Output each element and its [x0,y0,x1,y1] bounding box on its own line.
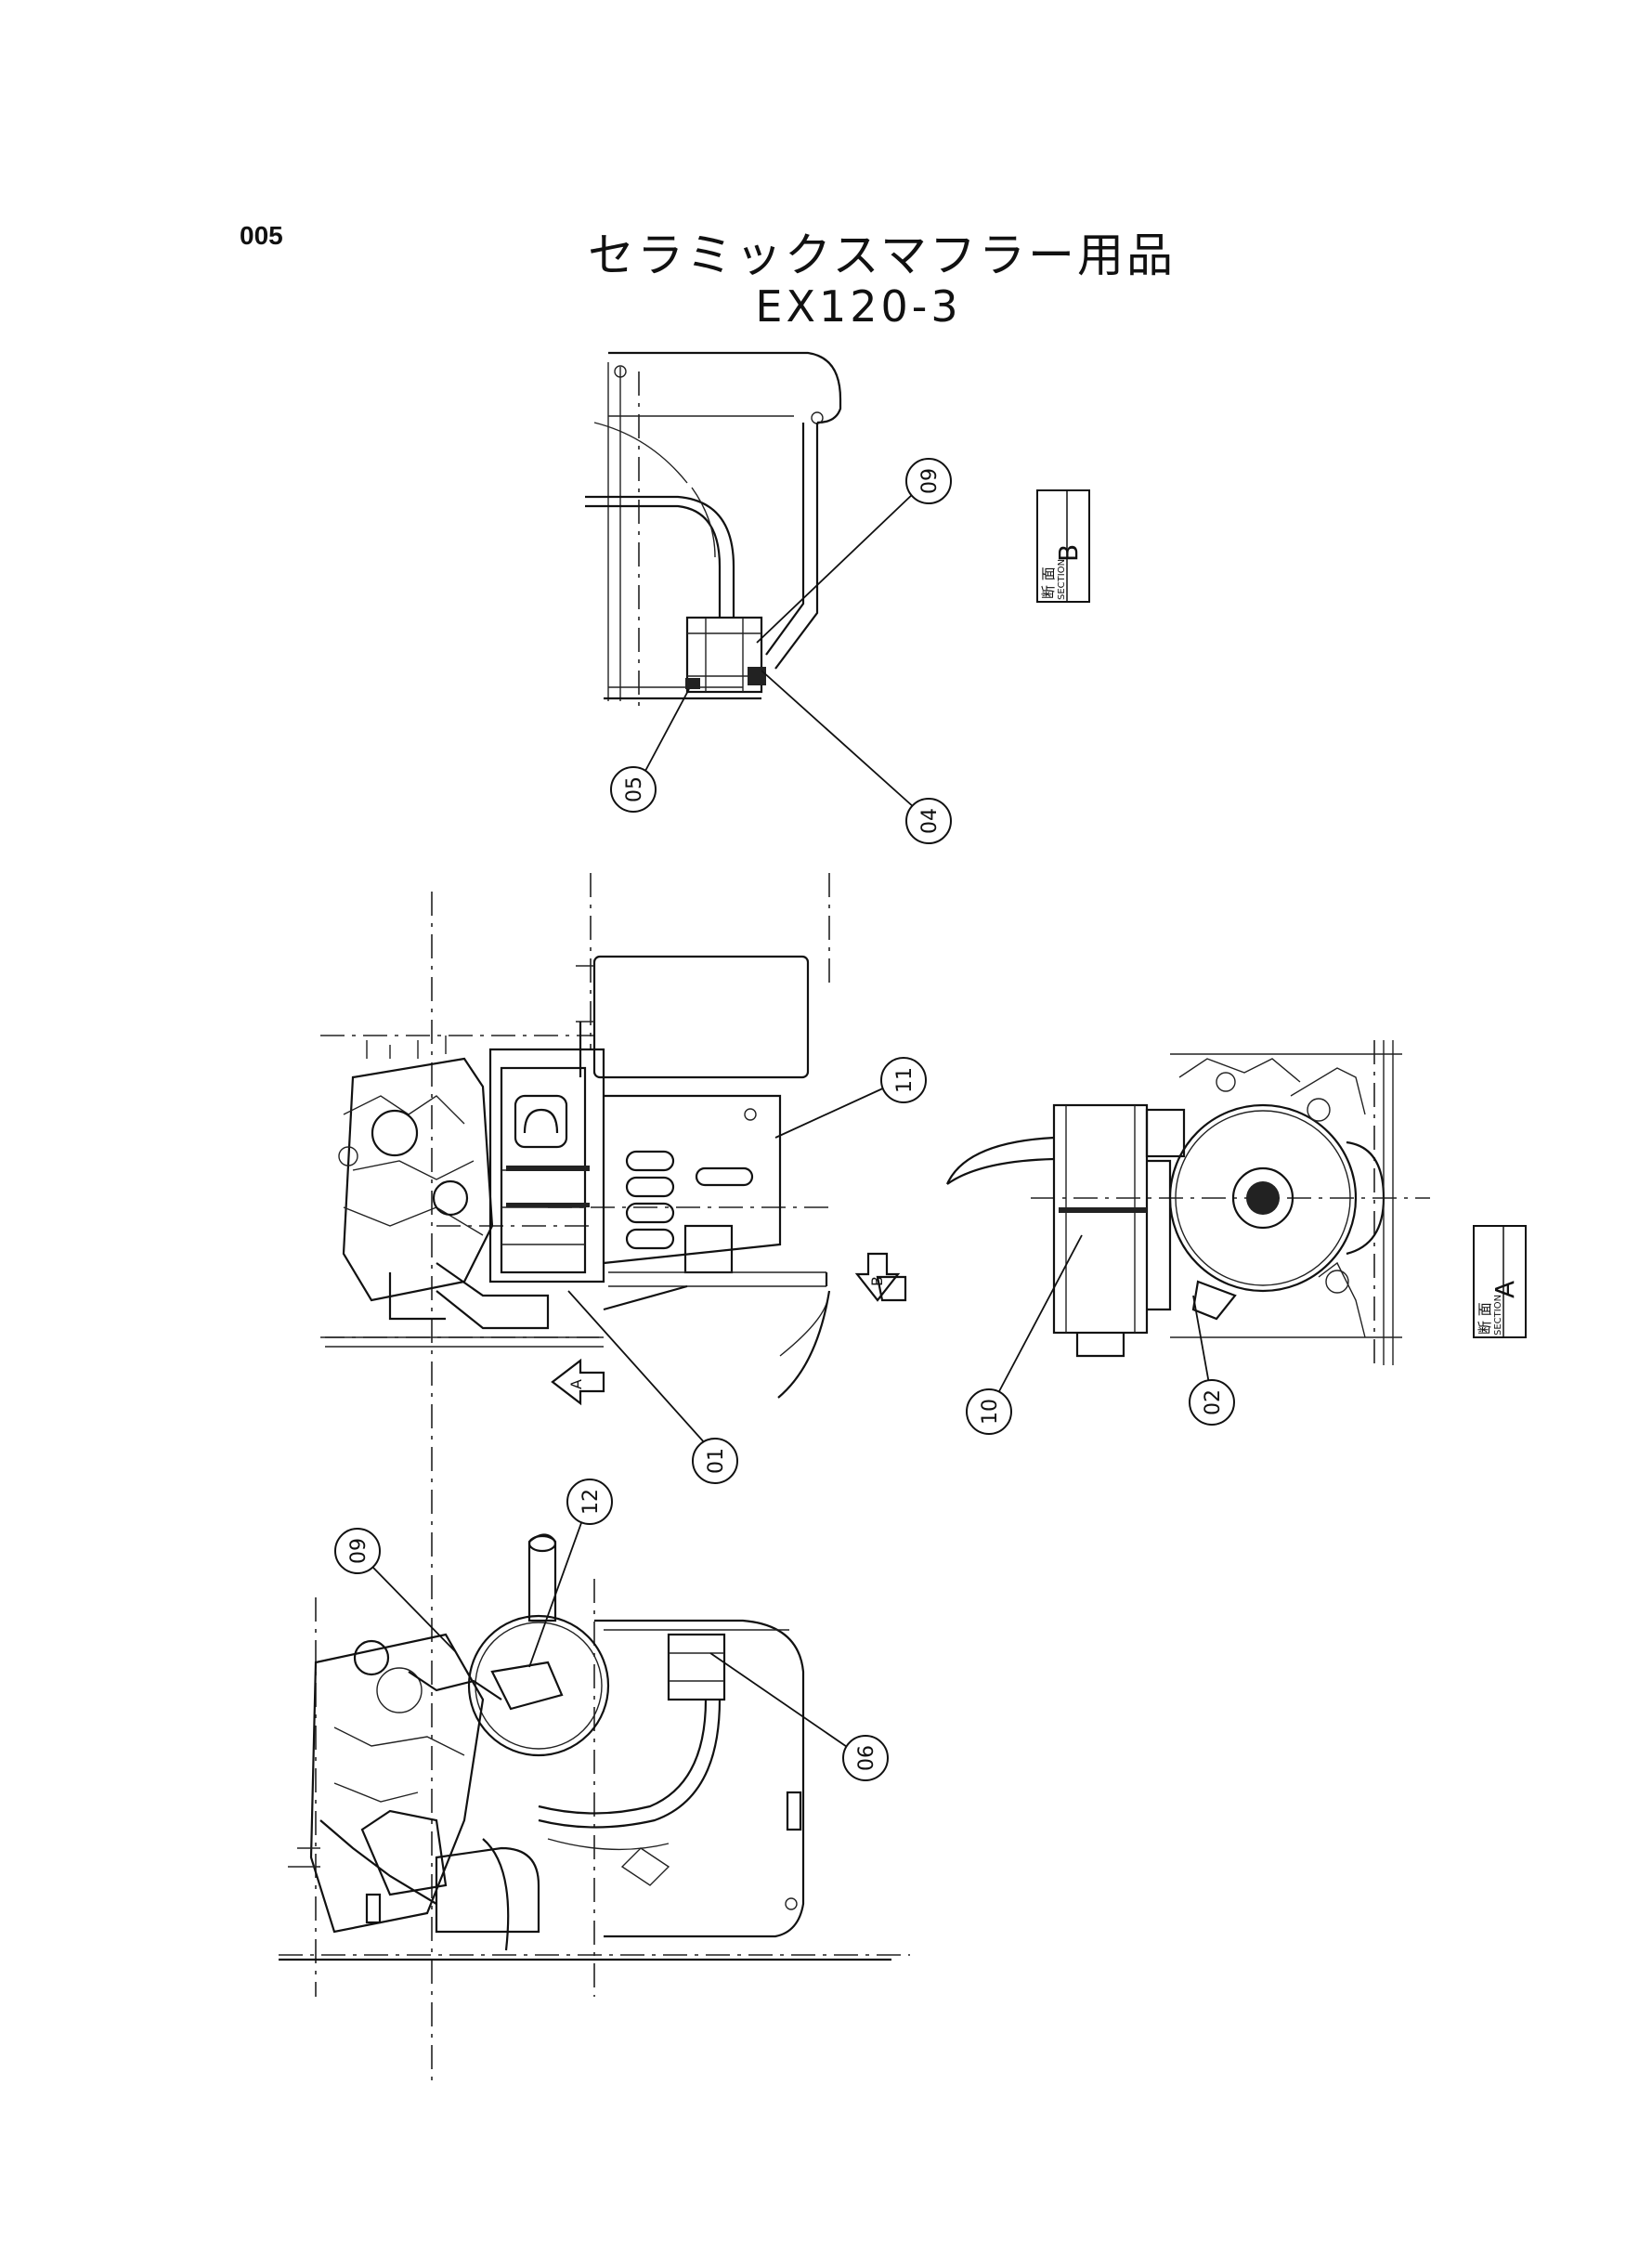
title-model: EX120-3 [755,281,962,332]
section-b-letter: B [1053,544,1084,562]
page-title: セラミックスマフラー用品 EX120-3 [0,218,1652,332]
view-arrow-b: B [854,1252,907,1302]
svg-text:04: 04 [918,808,942,834]
svg-text:09: 09 [347,1538,371,1564]
svg-text:10: 10 [979,1399,1002,1425]
callout-11: 11 [880,1057,927,1103]
svg-text:11: 11 [893,1067,917,1093]
svg-text:06: 06 [855,1745,878,1771]
callout-10: 10 [966,1388,1012,1435]
callout-05: 06 [842,1735,889,1781]
view-arrow-a-label: A [567,1379,585,1389]
callout-09: 09 [334,1528,381,1574]
section-b-view [585,351,842,706]
section-a-side-view [945,1040,1430,1365]
section-b-english: SECTION [1057,559,1067,600]
section-a-label: A 断 面 SECTION [1473,1225,1527,1338]
title-japanese: セラミックスマフラー用品 [588,228,1176,282]
svg-text:09: 09 [918,468,942,494]
bottom-side-view [279,1533,910,1997]
callout-06: 09 [905,458,952,504]
callout-02: 02 [1189,1379,1235,1426]
svg-text:02: 02 [1202,1389,1225,1415]
section-a-plan-view [320,873,836,2080]
callout-04: 04 [905,798,952,844]
section-b-kanji: 断 面 [1040,567,1057,599]
view-arrow-a: A [551,1358,605,1406]
section-a-letter: A [1489,1281,1520,1298]
svg-text:01: 01 [705,1448,728,1474]
svg-text:05: 05 [623,776,646,802]
callout-01: 01 [692,1438,738,1484]
svg-text:12: 12 [579,1489,603,1515]
view-arrow-b-label: B [868,1276,886,1286]
section-a-kanji: 断 面 [1476,1302,1493,1335]
section-b-label: B 断 面 SECTION [1036,489,1090,603]
callout-07: 05 [610,766,657,813]
callout-12: 12 [566,1479,613,1525]
page-number: 005 [240,221,283,250]
section-a-english: SECTION [1493,1295,1503,1335]
